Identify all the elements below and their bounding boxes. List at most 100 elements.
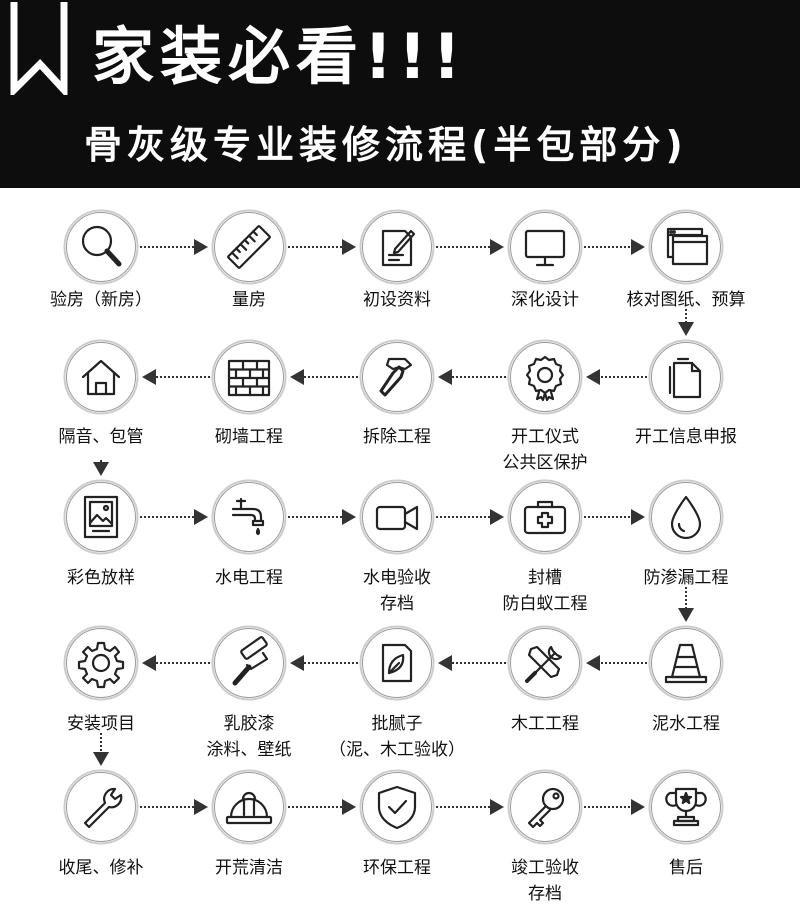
tools-cross-icon xyxy=(507,625,583,701)
step-label-line: 核对图纸、预算 xyxy=(626,290,746,310)
step-label-line: 隔音、包管 xyxy=(58,427,144,447)
step-icon-circle xyxy=(507,209,583,285)
step-label-line: 竣工验收 xyxy=(511,858,579,878)
step-icon-circle xyxy=(211,339,287,415)
step-label-line: 砌墙工程 xyxy=(215,427,283,447)
step-label: 开工仪式公共区保护 xyxy=(460,424,630,476)
step-icon-circle xyxy=(507,479,583,555)
step-label: 彩色放样 xyxy=(16,565,186,591)
page-title: 家装必看!!! xyxy=(92,20,467,93)
picture-frame-icon xyxy=(63,479,139,555)
step-label: 竣工验收存档 xyxy=(460,855,630,907)
step-icon-circle xyxy=(648,479,724,555)
step-label-line: 乳胶漆 xyxy=(223,714,275,734)
key-icon xyxy=(507,769,583,845)
step-label: 量房 xyxy=(164,287,334,313)
step-icon-circle xyxy=(211,479,287,555)
step-label: 防渗漏工程 xyxy=(601,565,771,591)
page-subtitle: 骨灰级专业装修流程(半包部分) xyxy=(84,123,688,167)
step-icon-circle xyxy=(63,209,139,285)
step-label: 封槽防白蚁工程 xyxy=(460,565,630,617)
hammer-icon xyxy=(359,339,435,415)
step-label-line: 环保工程 xyxy=(363,858,431,878)
step-label-line: 封槽 xyxy=(528,568,562,588)
wrench-icon xyxy=(63,769,139,845)
step-label-line: 初设资料 xyxy=(363,290,431,310)
step-label-line: 水电工程 xyxy=(215,568,283,588)
step-label: 批腻子 （泥、木工验收） xyxy=(312,711,482,763)
step-label-line: 公共区保护 xyxy=(502,453,588,473)
step-label-line: 深化设计 xyxy=(511,290,579,310)
shield-check-icon xyxy=(359,769,435,845)
step-label-line: 开荒清洁 xyxy=(215,858,283,878)
monitor-icon xyxy=(507,209,583,285)
step-label: 隔音、包管 xyxy=(16,424,186,450)
step-icon-circle xyxy=(211,209,287,285)
step-label: 砌墙工程 xyxy=(164,424,334,450)
step-icon-circle xyxy=(359,209,435,285)
ruler-icon xyxy=(211,209,287,285)
step-icon-circle xyxy=(63,339,139,415)
step-label-line: 防渗漏工程 xyxy=(643,568,729,588)
step-label-line: 验房（新房） xyxy=(50,290,152,310)
step-icon-circle xyxy=(507,339,583,415)
step-icon-circle xyxy=(648,769,724,845)
step-label-line: 水电验收 xyxy=(363,568,431,588)
step-label: 验房（新房） xyxy=(16,287,186,313)
step-label: 木工工程 xyxy=(460,711,630,737)
step-label-line: 彩色放样 xyxy=(67,568,135,588)
step-icon-circle xyxy=(359,479,435,555)
step-icon-circle xyxy=(648,625,724,701)
brick-wall-icon xyxy=(211,339,287,415)
step-label: 开工信息申报 xyxy=(601,424,771,450)
first-aid-kit-icon xyxy=(507,479,583,555)
video-camera-icon xyxy=(359,479,435,555)
document-pen-icon xyxy=(359,209,435,285)
house-icon xyxy=(63,339,139,415)
step-label: 核对图纸、预算 xyxy=(601,287,771,313)
step-label-line: 批腻子 xyxy=(371,714,423,734)
step-label-line: 开工仪式 xyxy=(511,427,579,447)
step-icon-circle xyxy=(211,769,287,845)
step-label: 泥水工程 xyxy=(601,711,771,737)
step-label-line: 防白蚁工程 xyxy=(502,594,588,614)
step-label: 乳胶漆涂料、壁纸 xyxy=(164,711,334,763)
magnifier-icon xyxy=(63,209,139,285)
step-icon-circle xyxy=(648,209,724,285)
step-label-line: 拆除工程 xyxy=(363,427,431,447)
step-label: 安装项目 xyxy=(16,711,186,737)
step-icon-circle xyxy=(63,769,139,845)
step-label: 开荒清洁 xyxy=(164,855,334,881)
step-label-line: 泥水工程 xyxy=(652,714,720,734)
faucet-icon xyxy=(211,479,287,555)
step-icon-circle xyxy=(507,769,583,845)
paint-roller-icon xyxy=(211,625,287,701)
step-icon-circle xyxy=(359,339,435,415)
step-icon-circle xyxy=(359,625,435,701)
water-drop-icon xyxy=(648,479,724,555)
step-label-line: 存档 xyxy=(380,594,414,614)
step-label-line: 涂料、壁纸 xyxy=(206,740,292,760)
step-label-line: （泥、木工验收） xyxy=(329,740,465,760)
step-label-line: 开工信息申报 xyxy=(635,427,737,447)
step-label-line: 收尾、修补 xyxy=(58,858,144,878)
step-label-line: 量房 xyxy=(232,290,266,310)
step-label: 水电验收存档 xyxy=(312,565,482,617)
step-label-line: 存档 xyxy=(528,884,562,904)
header-banner: 家装必看!!! 骨灰级专业装修流程(半包部分) xyxy=(0,0,800,188)
bookmark-icon xyxy=(10,2,68,95)
traffic-cone-icon xyxy=(648,625,724,701)
step-label: 深化设计 xyxy=(460,287,630,313)
step-label-line: 售后 xyxy=(669,858,703,878)
step-label: 环保工程 xyxy=(312,855,482,881)
putty-bucket-icon xyxy=(359,625,435,701)
step-label-line: 木工工程 xyxy=(511,714,579,734)
step-icon-circle xyxy=(507,625,583,701)
step-icon-circle xyxy=(63,625,139,701)
step-label: 水电工程 xyxy=(164,565,334,591)
files-icon xyxy=(648,339,724,415)
step-icon-circle xyxy=(63,479,139,555)
hard-hat-icon xyxy=(211,769,287,845)
step-label: 收尾、修补 xyxy=(16,855,186,881)
